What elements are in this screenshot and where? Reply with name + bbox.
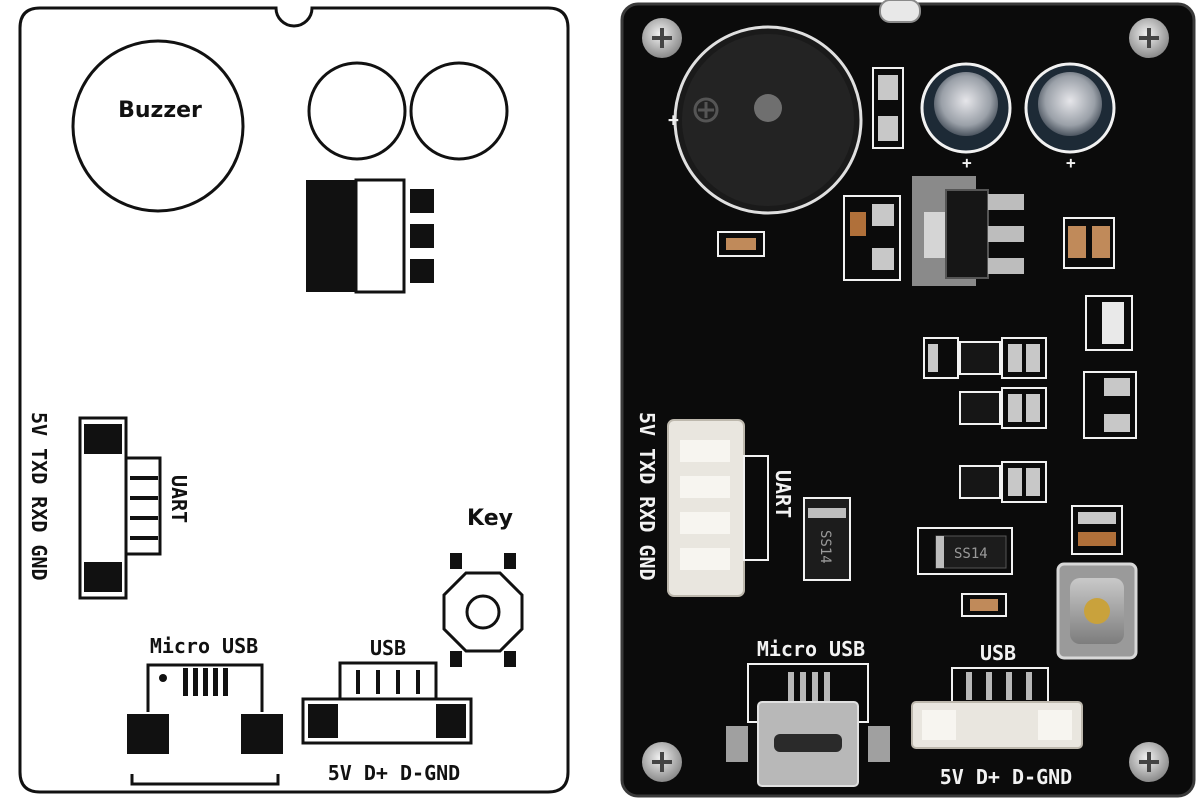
- buzzer: [673, 25, 863, 215]
- transistor-cluster-1: [923, 337, 1047, 379]
- uart-connector: [667, 419, 769, 597]
- micro-usb-footprint: [127, 663, 283, 786]
- micro-usb-label: Micro USB: [757, 637, 865, 661]
- board-outline: [18, 6, 570, 794]
- svg-text:+: +: [1066, 153, 1076, 172]
- pcb-photo-panel: + + +: [608, 0, 1204, 800]
- usb-pins-label: 5V D+ D-GND: [940, 765, 1072, 789]
- usb-label: USB: [980, 641, 1016, 665]
- usb-pins-label: 5V D+ D-GND: [328, 761, 460, 785]
- pcb-photo: + + +: [620, 0, 1196, 798]
- diode-ss14-2: [917, 527, 1013, 575]
- voltage-regulator: [843, 176, 1024, 286]
- buzzer-label: Buzzer: [118, 98, 202, 123]
- uart-pins-label: 5V TXD RXD GND: [635, 412, 659, 581]
- regulator-footprint: [306, 178, 434, 294]
- capacitor-1: +: [920, 62, 1012, 172]
- key-switch-footprint: [442, 553, 524, 667]
- uart-connector-footprint: [78, 416, 162, 600]
- mounting-screw-bottom-left: [642, 742, 682, 782]
- uart-label: UART: [167, 475, 191, 523]
- smd-resistor-1: [717, 231, 765, 257]
- transistor-cluster-2: [959, 387, 1047, 429]
- smd-resistor-2: [961, 593, 1007, 617]
- key-label: Key: [467, 506, 513, 531]
- buzzer-polarity-mark: +: [668, 110, 679, 131]
- uart-pins-label: 5V TXD RXD GND: [27, 412, 51, 581]
- mounting-screw-top-left: [642, 18, 682, 58]
- diode-ss14-1: [803, 497, 851, 581]
- capacitor-outline-1: [307, 61, 407, 161]
- micro-usb-port[interactable]: [726, 663, 890, 787]
- smd-resistor-pair-1: [1063, 217, 1115, 269]
- smd-pad-group-2: [1083, 371, 1137, 439]
- capacitor-2: +: [1024, 62, 1116, 172]
- capacitor-outline-2: [409, 61, 509, 161]
- diode-marking-2: SS14: [954, 546, 988, 562]
- smd-pad-group-1: [872, 67, 904, 149]
- buzzer-outline: [71, 39, 245, 213]
- uart-label: UART: [771, 470, 795, 518]
- micro-usb-label: Micro USB: [150, 634, 258, 658]
- outline-drawing-panel: Buzzer UART 5V TXD RXD GND Key Micro USB: [0, 0, 600, 800]
- outline-drawing: Buzzer UART 5V TXD RXD GND Key Micro USB: [18, 6, 570, 794]
- mounting-screw-bottom-right: [1129, 742, 1169, 782]
- mounting-screw-top-right: [1129, 18, 1169, 58]
- key-switch[interactable]: [1056, 562, 1138, 660]
- usb-header: [911, 667, 1083, 749]
- usb-header-footprint: [301, 661, 473, 745]
- led: [1085, 295, 1133, 351]
- smd-pad-group-3: [1071, 505, 1123, 555]
- diode-marking-1: SS14: [817, 530, 833, 564]
- transistor-cluster-3: [959, 461, 1047, 503]
- usb-label: USB: [370, 636, 406, 660]
- svg-text:+: +: [962, 153, 972, 172]
